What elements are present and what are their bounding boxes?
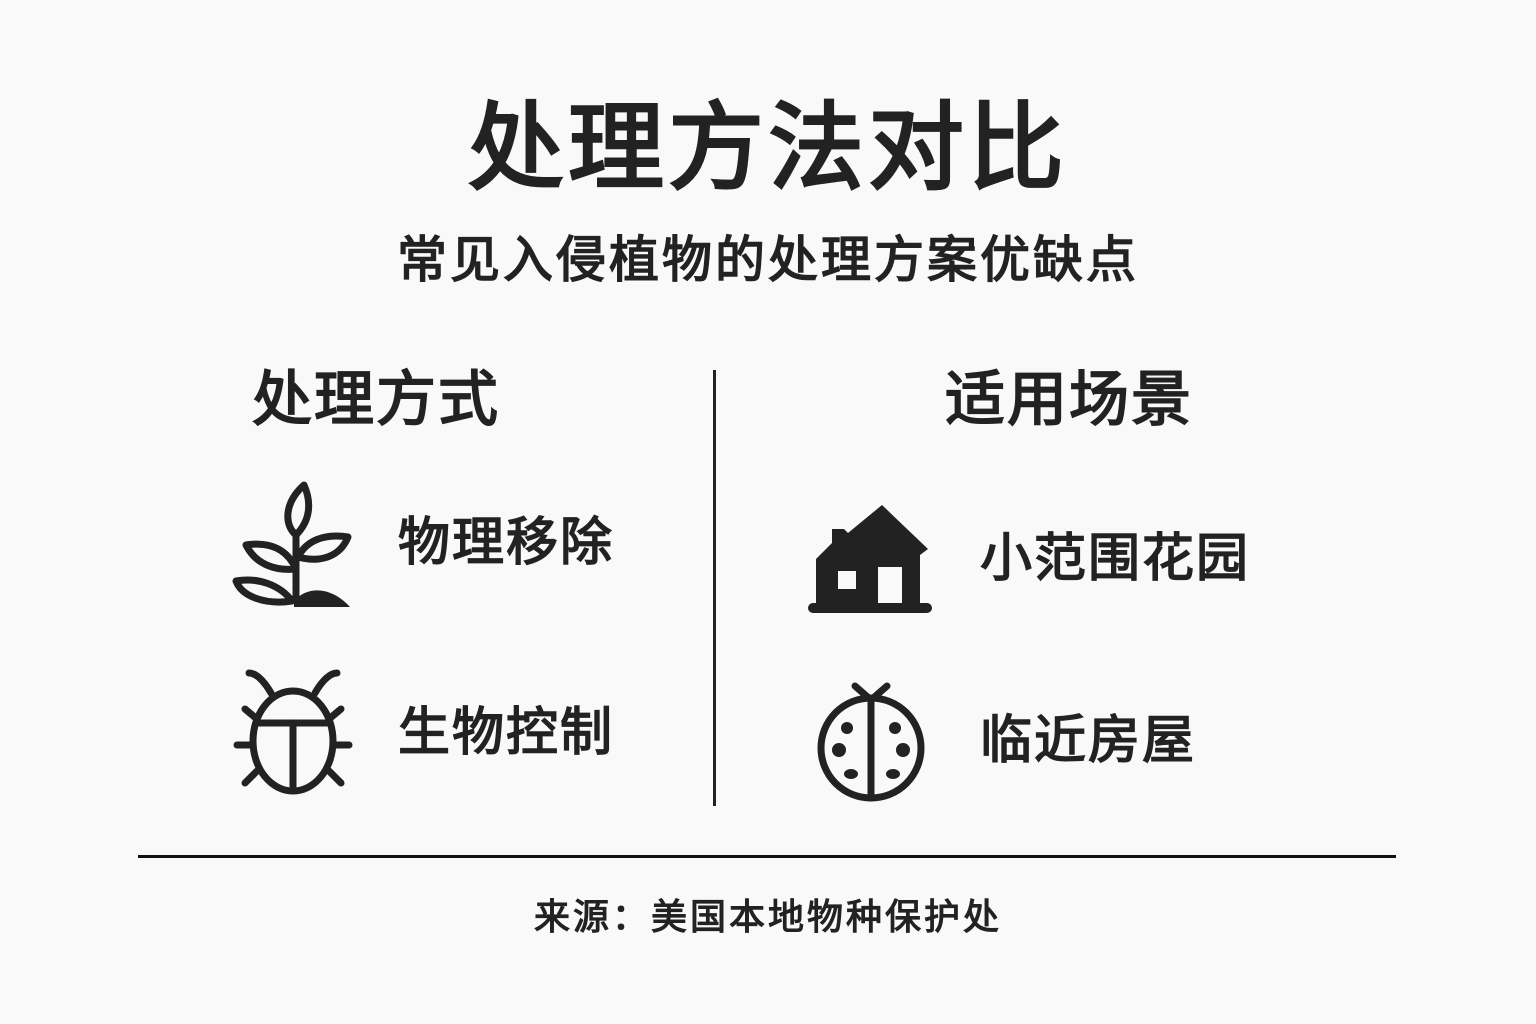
method-item-physical-removal: 物理移除	[228, 478, 614, 608]
plant-sprout-icon	[228, 478, 358, 608]
scenario-item-small-garden: 小范围花园	[804, 494, 1250, 624]
vertical-divider	[713, 370, 716, 806]
column-heading-methods: 处理方式	[252, 365, 500, 435]
source-note: 来源：美国本地物种保护处	[533, 897, 1002, 938]
column-heading-scenarios: 适用场景	[945, 365, 1193, 435]
page-subtitle: 常见入侵植物的处理方案优缺点	[397, 231, 1139, 289]
scenario-item-near-house: 临近房屋	[804, 676, 1196, 806]
beetle-bug-icon	[228, 668, 358, 798]
ladybug-icon	[804, 676, 934, 806]
scenario-label: 临近房屋	[980, 711, 1197, 771]
method-label: 物理移除	[398, 513, 615, 573]
footer-divider	[138, 855, 1396, 858]
method-item-biological-control: 生物控制	[228, 668, 614, 798]
house-icon	[804, 494, 934, 624]
method-label: 生物控制	[398, 703, 615, 763]
page-title: 处理方法对比	[468, 92, 1068, 204]
scenario-label: 小范围花园	[980, 529, 1251, 589]
